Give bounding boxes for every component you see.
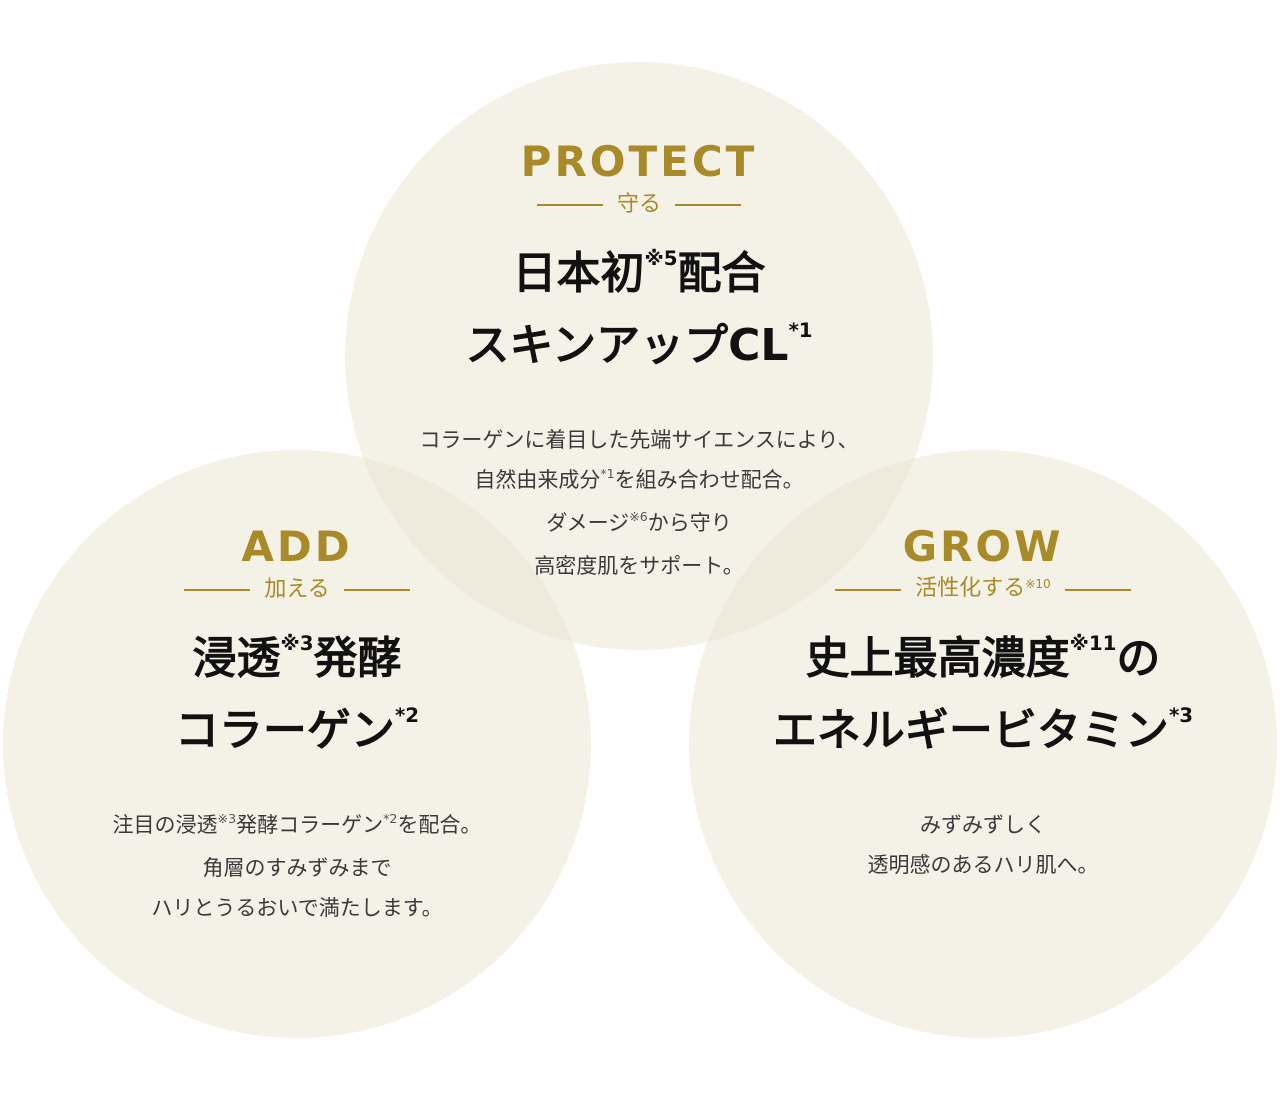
subtitle-line-left (184, 589, 251, 591)
add-circle (3, 450, 591, 1038)
grow-subtitle: 活性化する※10 (689, 575, 1277, 605)
protect-headline: 日本初※5配合 スキンアップCL*1 (465, 247, 813, 371)
add-title: ADD (241, 522, 353, 571)
add-subtitle: 加える (3, 575, 591, 605)
protect-subtitle-text: 守る (616, 192, 661, 217)
grow-circle (689, 450, 1277, 1038)
subtitle-line-right (343, 589, 410, 591)
protect-title: PROTECT (520, 137, 758, 186)
grow-section: GROW 活性化する※10 史上最高濃度※11の エネルギービタミン*3 みずみ… (689, 523, 1277, 885)
subtitle-line-left (536, 204, 603, 206)
add-subtitle-text: 加える (264, 577, 330, 602)
subtitle-line-right (675, 204, 741, 206)
add-description: 注目の浸透※3発酵コラーゲン*2を配合。 角層のすみずみまで ハリとうるおいで満… (112, 811, 482, 920)
protect-section: PROTECT 守る 日本初※5配合 スキンアップCL*1 コラーゲンに着目した… (345, 138, 933, 586)
grow-description: みずみずしく 透明感のあるハリ肌へ。 (867, 813, 1099, 877)
subtitle-line-left (835, 589, 902, 591)
grow-title: GROW (902, 522, 1064, 571)
add-headline: 浸透※3発酵 コラーゲン*2 (174, 632, 420, 756)
grow-subtitle-text: 活性化する※10 (915, 576, 1051, 601)
grow-headline: 史上最高濃度※11の エネルギービタミン*3 (772, 632, 1194, 756)
protect-description: コラーゲンに着目した先端サイエンスにより、 自然由来成分*1を組み合わせ配合。 … (419, 428, 859, 578)
subtitle-line-right (1064, 589, 1131, 591)
add-section: ADD 加える 浸透※3発酵 コラーゲン*2 注目の浸透※3発酵コラーゲン*2を… (3, 523, 591, 928)
protect-subtitle: 守る (345, 190, 933, 220)
